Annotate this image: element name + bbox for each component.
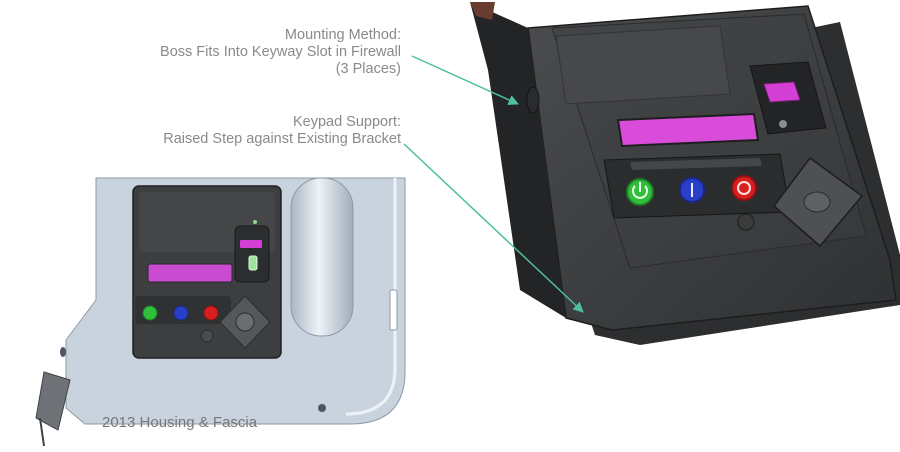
stop-button <box>731 175 757 201</box>
display-small <box>147 263 233 283</box>
callout-mounting-line2: Boss Fits Into Keyway Slot in Firewall <box>160 44 401 60</box>
arrow-mounting <box>411 55 519 105</box>
display-large <box>616 112 760 148</box>
power-icon <box>632 185 648 199</box>
callout-mounting-line3: (3 Places) <box>335 61 401 77</box>
callout-mounting-line1: Mounting Method: <box>284 27 401 43</box>
info-button-small <box>173 305 189 321</box>
key-magenta-large <box>763 81 801 103</box>
callout-mounting: Mounting Method: Boss Fits Into Keyway S… <box>160 27 401 78</box>
device-3d <box>470 2 900 345</box>
stop-button-small <box>203 305 219 321</box>
chrome-tube <box>290 177 354 337</box>
screw-hole <box>318 404 326 412</box>
callout-keypad-line1: Keypad Support: <box>292 114 401 130</box>
callout-keypad-support: Keypad Support: Raised Step against Exis… <box>163 114 401 148</box>
power-button-small <box>142 305 158 321</box>
image-caption: 2013 Housing & Fascia <box>102 414 258 431</box>
stop-icon <box>737 181 751 195</box>
metal-bracket <box>35 371 71 431</box>
key-magenta <box>240 240 262 248</box>
callout-keypad-line2: Raised Step against Existing Bracket <box>163 131 401 147</box>
screw-hole <box>60 347 66 357</box>
housing-2013 <box>35 177 406 447</box>
arrow-keypad-support <box>403 143 584 313</box>
